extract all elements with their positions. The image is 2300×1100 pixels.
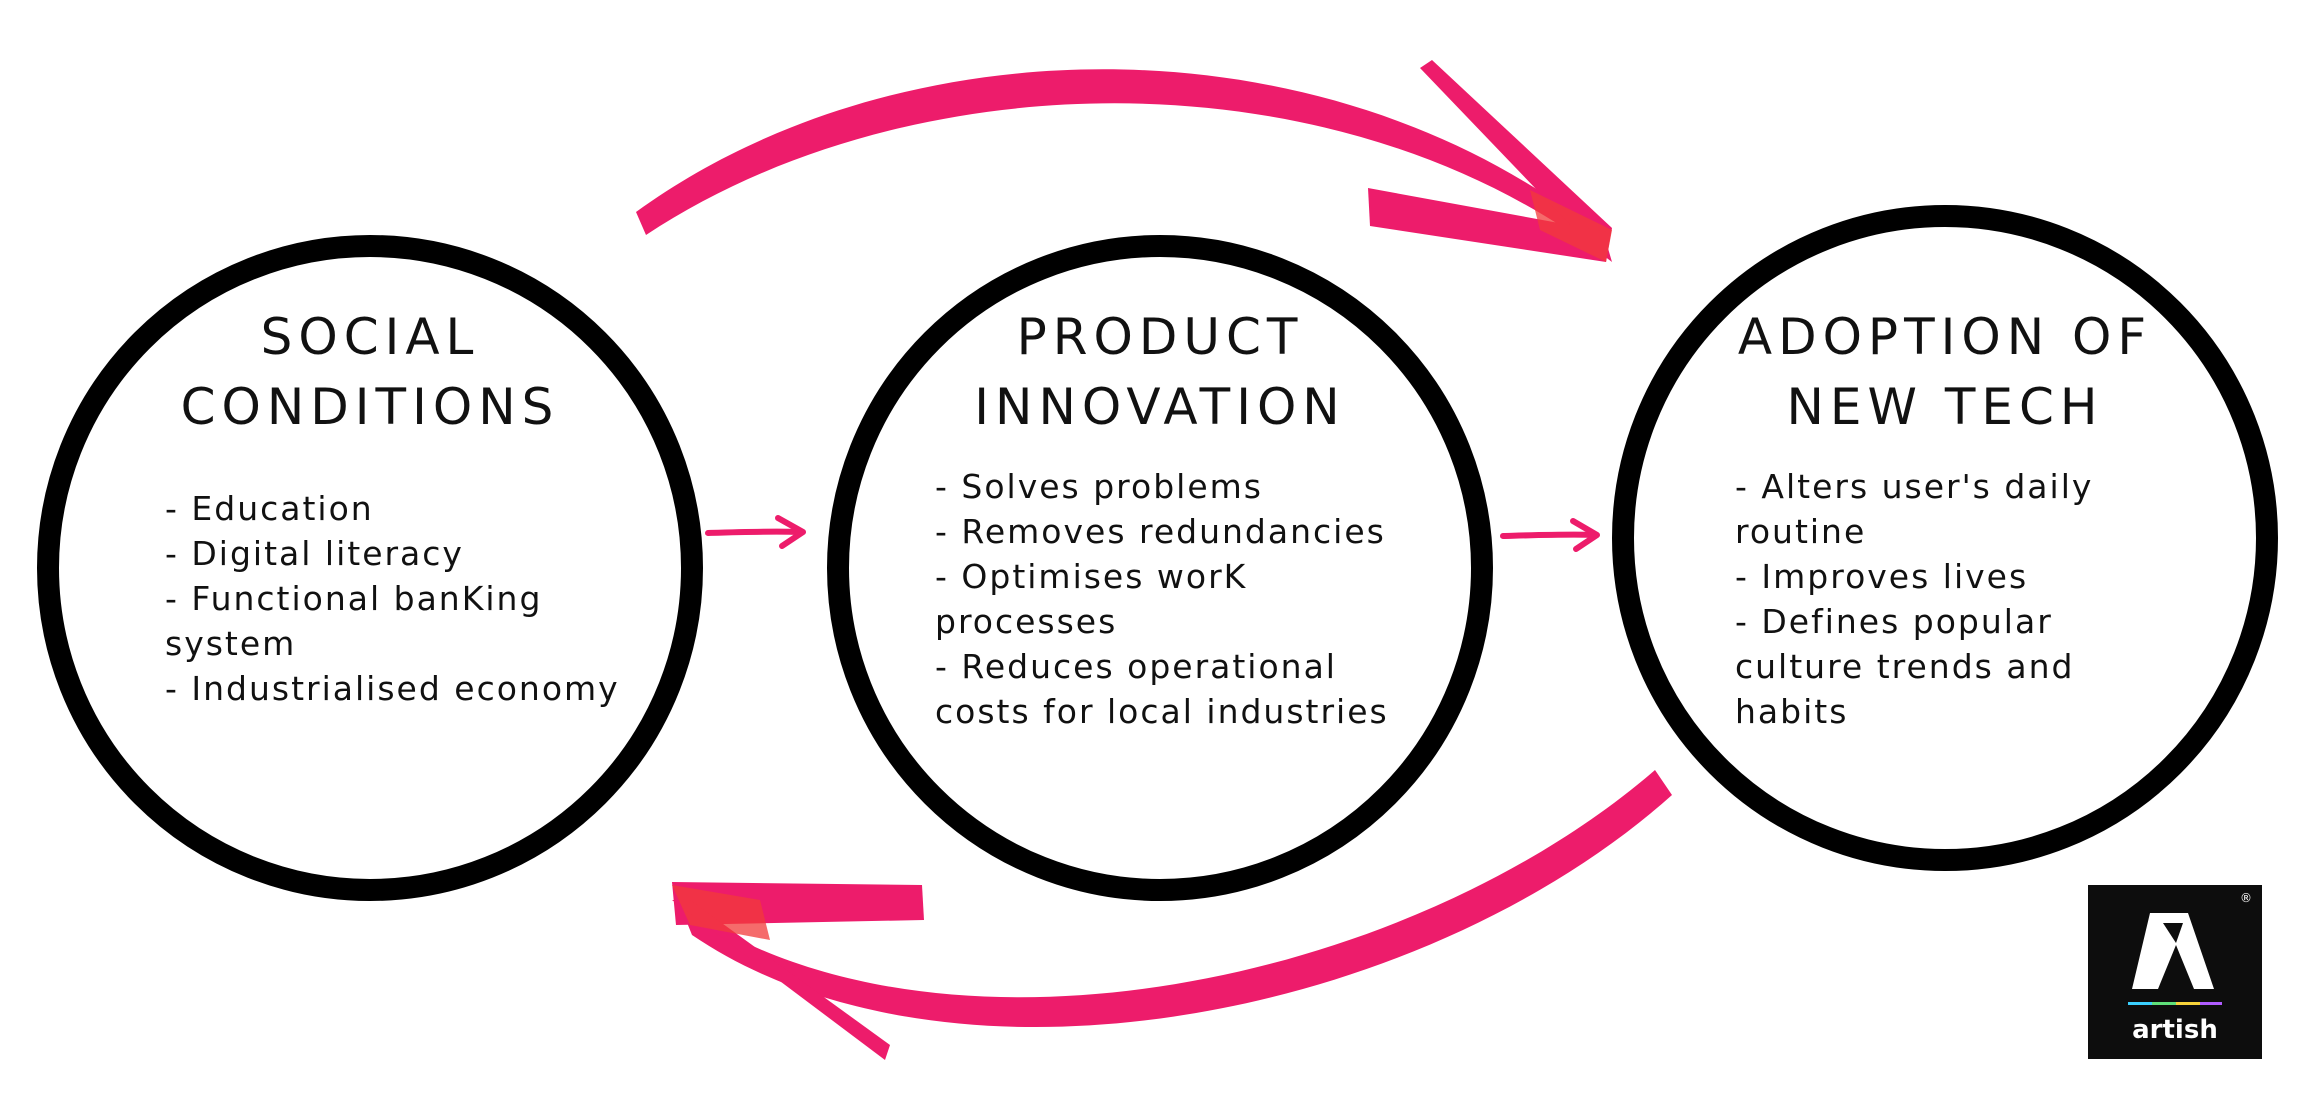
bullet-item: - Alters user's daily routine	[1735, 467, 2094, 551]
circle-social-conditions	[37, 235, 703, 901]
title-line: INNOVATION	[974, 378, 1346, 436]
registered-mark: ®	[2240, 891, 2252, 905]
arrow-product-to-adoption	[1500, 518, 1600, 552]
top-arrow-head-lower	[1368, 188, 1608, 262]
title-line: CONDITIONS	[180, 378, 560, 436]
bullet-item: - Industrialised economy	[165, 669, 620, 708]
top-curved-arrow	[636, 60, 1612, 262]
bottom-arrow-head-lower	[672, 900, 890, 1060]
bullet-item: - Reduces operational costs for local in…	[935, 647, 1389, 731]
node-adoption-new-tech: ADOPTION OF NEW TECH - Alters user's dai…	[1735, 302, 2175, 734]
bullet-item: - Education	[165, 489, 374, 528]
bullet-list: - Education - Digital literacy - Functio…	[165, 486, 665, 711]
title-line: PRODUCT	[1016, 308, 1304, 366]
bullet-item: - Removes redundancies	[935, 512, 1386, 551]
bullet-item: - Digital literacy	[165, 534, 464, 573]
bullet-item: - Functional banKing system	[165, 579, 543, 663]
arrow-social-to-product	[705, 515, 806, 549]
node-title: SOCIAL CONDITIONS	[150, 302, 590, 442]
top-arrow-body	[636, 69, 1612, 262]
bullet-list: - Alters user's daily routine - Improves…	[1735, 464, 2155, 734]
logo-label: artish	[2132, 1015, 2218, 1045]
node-social-conditions: SOCIAL CONDITIONS - Education - Digital …	[150, 302, 650, 711]
node-product-innovation: PRODUCT INNOVATION - Solves problems - R…	[935, 302, 1495, 734]
circle-adoption-new-tech	[1612, 205, 2278, 871]
bullet-list: - Solves problems - Removes redundancies…	[935, 464, 1445, 734]
circle-product-innovation	[827, 235, 1493, 901]
bullet-item: - Improves lives	[1735, 557, 2029, 596]
title-line: ADOPTION OF	[1737, 308, 2153, 366]
bullet-item: - Solves problems	[935, 467, 1263, 506]
node-title: PRODUCT INNOVATION	[935, 302, 1385, 442]
artish-logo-mark-icon	[2128, 913, 2222, 1005]
title-line: NEW TECH	[1786, 378, 2104, 436]
artish-logo: ® artish	[2088, 885, 2262, 1059]
bottom-curved-arrow	[672, 770, 1672, 1060]
top-arrow-overlap	[1530, 190, 1612, 262]
bottom-arrow-overlap	[672, 885, 770, 940]
node-title: ADOPTION OF NEW TECH	[1735, 302, 2155, 442]
bullet-item: - Optimises worK processes	[935, 557, 1248, 641]
bottom-arrow-body	[680, 770, 1672, 1028]
bullet-item: - Defines popular culture trends and hab…	[1735, 602, 2075, 731]
title-line: SOCIAL	[260, 308, 480, 366]
